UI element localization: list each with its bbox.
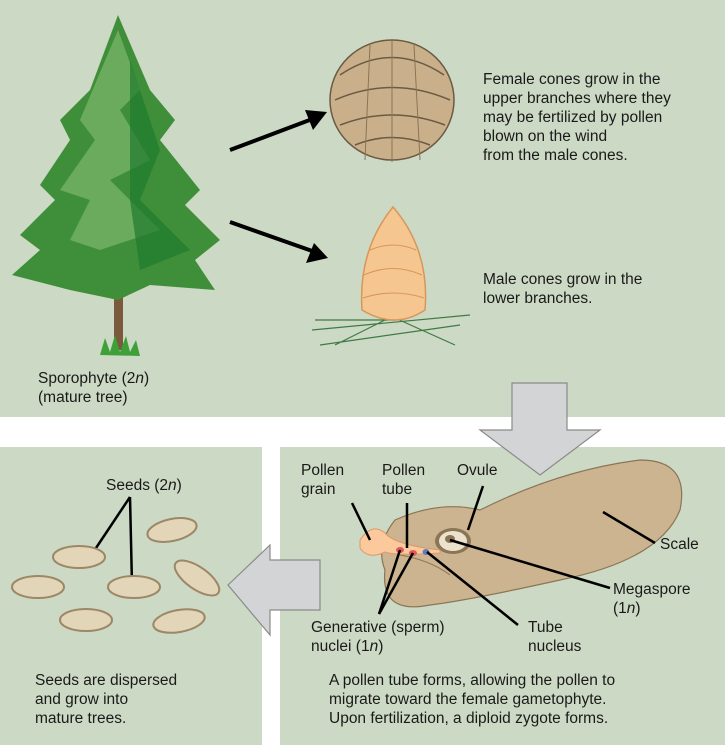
arrow-down xyxy=(478,382,602,476)
label-italic: n xyxy=(626,600,636,617)
male-cone-illustration xyxy=(311,205,471,346)
label-text: ) xyxy=(176,477,182,494)
caption-line: migrate toward the female gametophyte. xyxy=(329,691,607,708)
label-italic: n xyxy=(168,477,177,494)
fertilization-caption: A pollen tube forms, allowing the pollen… xyxy=(329,671,615,728)
label-text: ) xyxy=(635,600,641,617)
caption-line: mature trees. xyxy=(35,710,127,727)
label-line: Megaspore xyxy=(613,581,691,598)
label-line: Generative (sperm) xyxy=(311,619,445,636)
label-line: grain xyxy=(301,481,336,498)
female-cone-caption: Female cones grow in the upper branches w… xyxy=(483,70,671,165)
seeds-caption: Seeds are dispersed and grow into mature t… xyxy=(35,671,177,728)
label-sub: (mature tree) xyxy=(38,389,128,406)
caption-line: Upon fertilization, a diploid zygote for… xyxy=(329,710,609,727)
label-line: Pollen xyxy=(382,462,426,479)
label-line: Tube xyxy=(528,619,563,636)
label-text: nuclei (1 xyxy=(311,638,370,655)
seeds-label: Seeds (2n) xyxy=(106,476,182,495)
arrow-to-male-cone xyxy=(229,220,328,263)
caption-line: blown on the wind xyxy=(483,128,608,145)
label-italic: n xyxy=(369,638,379,655)
caption-line: may be fertilized by pollen xyxy=(483,109,663,126)
caption-line: from the male cones. xyxy=(483,147,628,164)
caption-line: upper branches where they xyxy=(483,90,671,107)
label-italic: n xyxy=(135,370,144,387)
scale-ovule-illustration xyxy=(359,459,683,608)
label-text: ) xyxy=(378,638,384,655)
pollen-grain-label: Pollen grain xyxy=(301,461,344,499)
caption-line: and grow into xyxy=(35,691,129,708)
arrow-to-female-cone xyxy=(229,110,327,152)
caption-line: A pollen tube forms, allowing the pollen… xyxy=(329,672,616,689)
seeds-illustration xyxy=(11,517,221,634)
ovule-label: Ovule xyxy=(457,462,498,479)
caption-line: Female cones grow in the xyxy=(483,71,661,88)
tube-nucleus-label: Tube nucleus xyxy=(528,618,581,656)
label-text: (1 xyxy=(613,600,627,617)
pine-tree-illustration xyxy=(12,15,220,356)
female-cone-illustration xyxy=(329,39,455,162)
label-text: ) xyxy=(144,370,150,387)
label-text: Seeds (2 xyxy=(106,477,169,494)
label-line: Pollen xyxy=(301,462,345,479)
male-cone-caption: Male cones grow in the lower branches. xyxy=(483,270,642,308)
caption-line: Male cones grow in the xyxy=(483,271,643,288)
scale-label: Scale xyxy=(660,536,699,553)
pollen-tube-label: Pollen tube xyxy=(382,461,425,499)
label-line: tube xyxy=(382,481,413,498)
label-text: Sporophyte (2 xyxy=(38,370,136,387)
generative-nuclei-label: Generative (sperm) nuclei (1n) xyxy=(311,618,445,656)
arrow-left xyxy=(227,543,321,637)
sporophyte-label: Sporophyte (2n) (mature tree) xyxy=(38,369,149,407)
caption-line: Seeds are dispersed xyxy=(35,672,178,689)
label-line: nucleus xyxy=(528,638,582,655)
megaspore-label: Megaspore (1n) xyxy=(613,580,691,618)
leader-lines xyxy=(88,485,656,626)
caption-line: lower branches. xyxy=(483,290,593,307)
